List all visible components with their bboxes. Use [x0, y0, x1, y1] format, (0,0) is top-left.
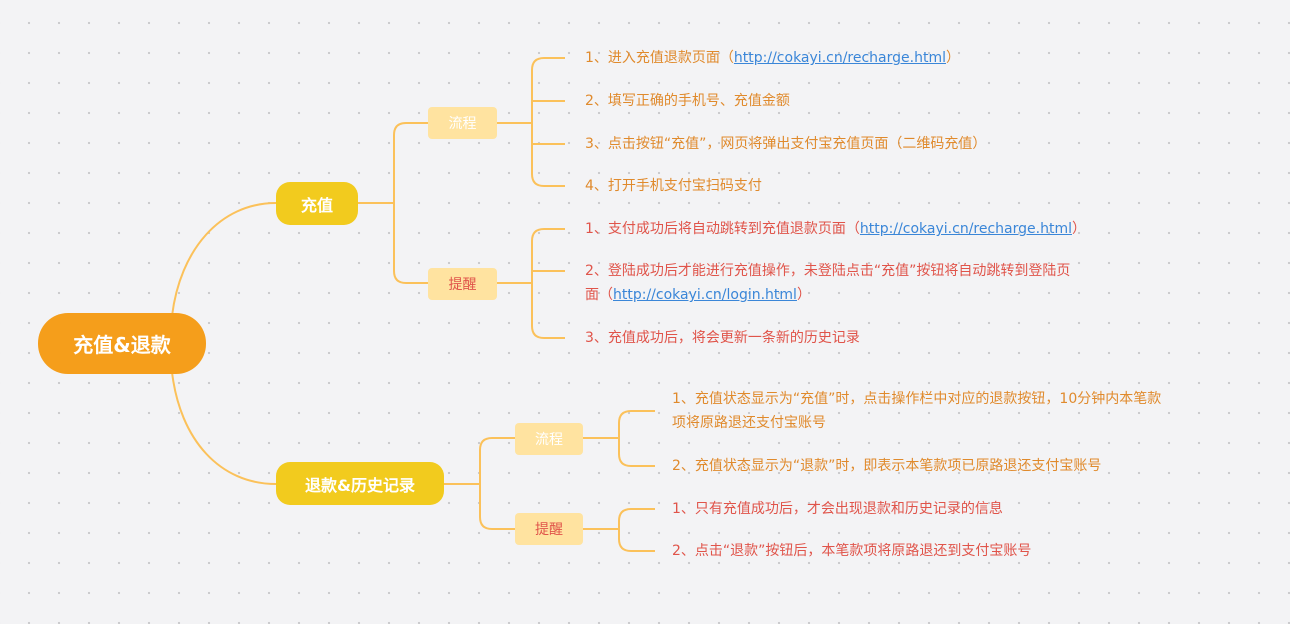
leaf-text: 2、充值状态显示为“退款”时，即表示本笔款项已原路退还支付宝账号 — [672, 458, 1102, 474]
refund-history-label: 退款&历史记录 — [305, 475, 415, 495]
leaf-text: 1、进入充值退款页面（ — [585, 50, 734, 66]
recharge-remind-item-1[interactable]: 1、支付成功后将自动跳转到充值退款页面（http://cokayi.cn/rec… — [585, 217, 1086, 241]
refund-remind-node[interactable]: 提醒 — [515, 513, 583, 545]
root-label: 充值&退款 — [73, 333, 171, 357]
leaf-text: 1、只有充值成功后，才会出现退款和历史记录的信息 — [672, 501, 1003, 517]
refund-flow-item-2[interactable]: 2、充值状态显示为“退款”时，即表示本笔款项已原路退还支付宝账号 — [672, 454, 1101, 478]
leaf-text: ） — [1071, 221, 1086, 237]
recharge-flow-label: 流程 — [448, 116, 477, 132]
recharge-remind-label: 提醒 — [448, 277, 477, 293]
leaf-text: 1、充值状态显示为“充值”时，点击操作栏中对应的退款按钮，10分钟内本笔款 — [672, 391, 1162, 407]
refund-flow-node[interactable]: 流程 — [515, 423, 583, 455]
refund-remind-item-2[interactable]: 2、点击“退款”按钮后，本笔款项将原路退还到支付宝账号 — [672, 539, 1031, 563]
login-page-link[interactable]: http://cokayi.cn/login.html — [613, 287, 797, 303]
leaf-text: 2、点击“退款”按钮后，本笔款项将原路退还到支付宝账号 — [672, 543, 1032, 559]
leaf-text: 2、登陆成功后才能进行充值操作，未登陆点击“充值”按钮将自动跳转到登陆页 — [585, 263, 1071, 279]
refund-remind-item-1[interactable]: 1、只有充值成功后，才会出现退款和历史记录的信息 — [672, 497, 1003, 521]
leaf-text: 面（ — [585, 287, 613, 303]
refund-flow-label: 流程 — [535, 432, 563, 448]
recharge-flow-item-3[interactable]: 3、点击按钮“充值”，网页将弹出支付宝充值页面（二维码充值） — [585, 132, 986, 156]
recharge-remind-node[interactable]: 提醒 — [428, 268, 497, 300]
recharge-page-link[interactable]: http://cokayi.cn/recharge.html — [733, 50, 946, 66]
recharge-remind-item-3[interactable]: 3、充值成功后，将会更新一条新的历史记录 — [585, 326, 860, 350]
recharge-page-link[interactable]: http://cokayi.cn/recharge.html — [859, 221, 1072, 237]
recharge-flow-item-4[interactable]: 4、打开手机支付宝扫码支付 — [585, 174, 762, 198]
refund-history-node[interactable]: 退款&历史记录 — [276, 462, 444, 505]
leaf-text: 3、充值成功后，将会更新一条新的历史记录 — [585, 330, 860, 346]
leaf-text: ） — [796, 287, 811, 303]
refund-flow-item-1[interactable]: 1、充值状态显示为“充值”时，点击操作栏中对应的退款按钮，10分钟内本笔款 项将… — [672, 387, 1161, 435]
leaf-text: 4、打开手机支付宝扫码支付 — [585, 178, 762, 194]
refund-remind-label: 提醒 — [535, 522, 563, 538]
recharge-flow-item-2[interactable]: 2、填写正确的手机号、充值金额 — [585, 89, 790, 113]
recharge-flow-item-1[interactable]: 1、进入充值退款页面（http://cokayi.cn/recharge.htm… — [585, 46, 960, 70]
recharge-label: 充值 — [300, 195, 333, 215]
leaf-text: 项将原路退还支付宝账号 — [672, 415, 826, 431]
recharge-remind-item-2[interactable]: 2、登陆成功后才能进行充值操作，未登陆点击“充值”按钮将自动跳转到登陆页 面（h… — [585, 259, 1070, 307]
leaf-text: ） — [946, 50, 960, 66]
recharge-flow-node[interactable]: 流程 — [428, 107, 497, 139]
leaf-text: 3、点击按钮“充值”，网页将弹出支付宝充值页面（二维码充值） — [585, 136, 987, 152]
recharge-node[interactable]: 充值 — [276, 182, 358, 225]
leaf-text: 1、支付成功后将自动跳转到充值退款页面（ — [585, 221, 860, 237]
leaf-text: 2、填写正确的手机号、充值金额 — [585, 93, 790, 109]
root-node[interactable]: 充值&退款 — [38, 313, 206, 374]
